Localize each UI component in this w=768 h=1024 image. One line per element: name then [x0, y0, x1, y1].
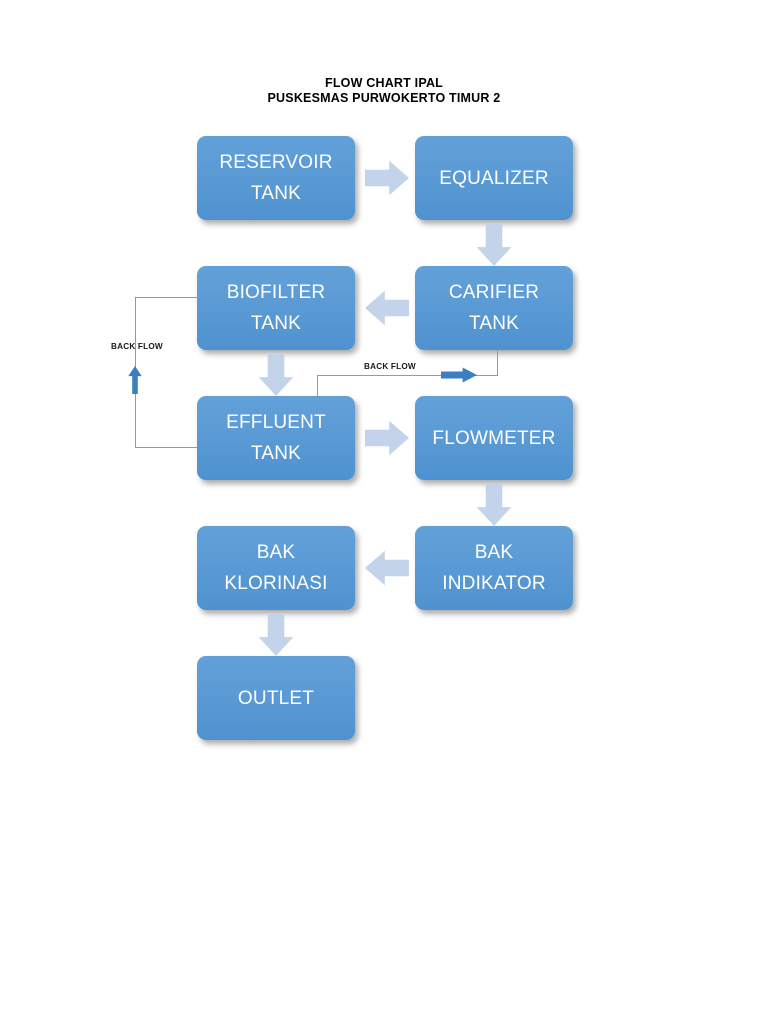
node-bak-klorinasi-line-1: BAK — [256, 542, 296, 563]
node-reservoir-tank-line-1: RESERVOIR — [219, 152, 333, 173]
node-carifier-tank-line-2: TANK — [468, 313, 520, 334]
title-line-1: FLOW CHART IPAL — [324, 76, 444, 90]
node-carifier-tank-line-1: CARIFIER — [448, 282, 540, 303]
node-bak-indikator-line-2: INDIKATOR — [442, 573, 546, 594]
node-biofilter-tank-line-2: TANK — [250, 313, 302, 334]
arrow-effluent-to-flowmeter-icon — [365, 420, 409, 456]
backflow-right-left-vertical-line — [317, 375, 318, 403]
node-biofilter-tank-line-1: BIOFILTER — [226, 282, 326, 303]
node-bak-klorinasi[interactable]: BAK KLORINASI — [197, 526, 355, 610]
node-reservoir-tank[interactable]: RESERVOIR TANK — [197, 136, 355, 220]
backflow-left-label: BACK FLOW — [111, 342, 163, 351]
backflow-right-label: BACK FLOW — [364, 362, 416, 371]
title-line-2: PUSKESMAS PURWOKERTO TIMUR 2 — [267, 91, 501, 105]
node-biofilter-tank[interactable]: BIOFILTER TANK — [197, 266, 355, 350]
node-equalizer[interactable]: EQUALIZER — [415, 136, 573, 220]
arrow-biofilter-to-effluent-icon — [258, 354, 294, 396]
node-reservoir-tank-line-2: TANK — [250, 183, 302, 204]
node-bak-indikator-line-1: BAK — [474, 542, 514, 563]
backflow-right-arrow-icon — [441, 367, 477, 383]
node-carifier-tank[interactable]: CARIFIER TANK — [415, 266, 573, 350]
arrow-carifier-to-biofilter-icon — [365, 290, 409, 326]
arrow-reservoir-to-equalizer-icon — [365, 160, 409, 196]
node-effluent-tank[interactable]: EFFLUENT TANK — [197, 396, 355, 480]
node-outlet[interactable]: OUTLET — [197, 656, 355, 740]
node-effluent-tank-line-1: EFFLUENT — [226, 412, 326, 433]
node-equalizer-line-1: EQUALIZER — [439, 167, 549, 189]
backflow-left-top-line — [135, 297, 198, 298]
backflow-right-riser-line — [497, 350, 498, 376]
page-title: FLOW CHART IPAL PUSKESMAS PURWOKERTO TIM… — [0, 76, 768, 106]
arrow-bak-klorinasi-to-outlet-icon — [258, 614, 294, 656]
node-flowmeter[interactable]: FLOWMETER — [415, 396, 573, 480]
node-bak-klorinasi-line-2: KLORINASI — [224, 573, 328, 594]
node-flowmeter-line-1: FLOWMETER — [432, 427, 556, 449]
backflow-left-arrow-icon — [128, 366, 142, 394]
arrow-flowmeter-to-bak-indikator-icon — [476, 484, 512, 526]
backflow-right-horizontal-line — [317, 375, 498, 376]
node-bak-indikator[interactable]: BAK INDIKATOR — [415, 526, 573, 610]
arrow-bak-indikator-to-bak-klorinasi-icon — [365, 550, 409, 586]
node-outlet-line-1: OUTLET — [237, 687, 315, 709]
node-effluent-tank-line-2: TANK — [250, 443, 302, 464]
arrow-equalizer-to-carifier-icon — [476, 224, 512, 266]
backflow-left-bottom-line — [135, 447, 198, 448]
